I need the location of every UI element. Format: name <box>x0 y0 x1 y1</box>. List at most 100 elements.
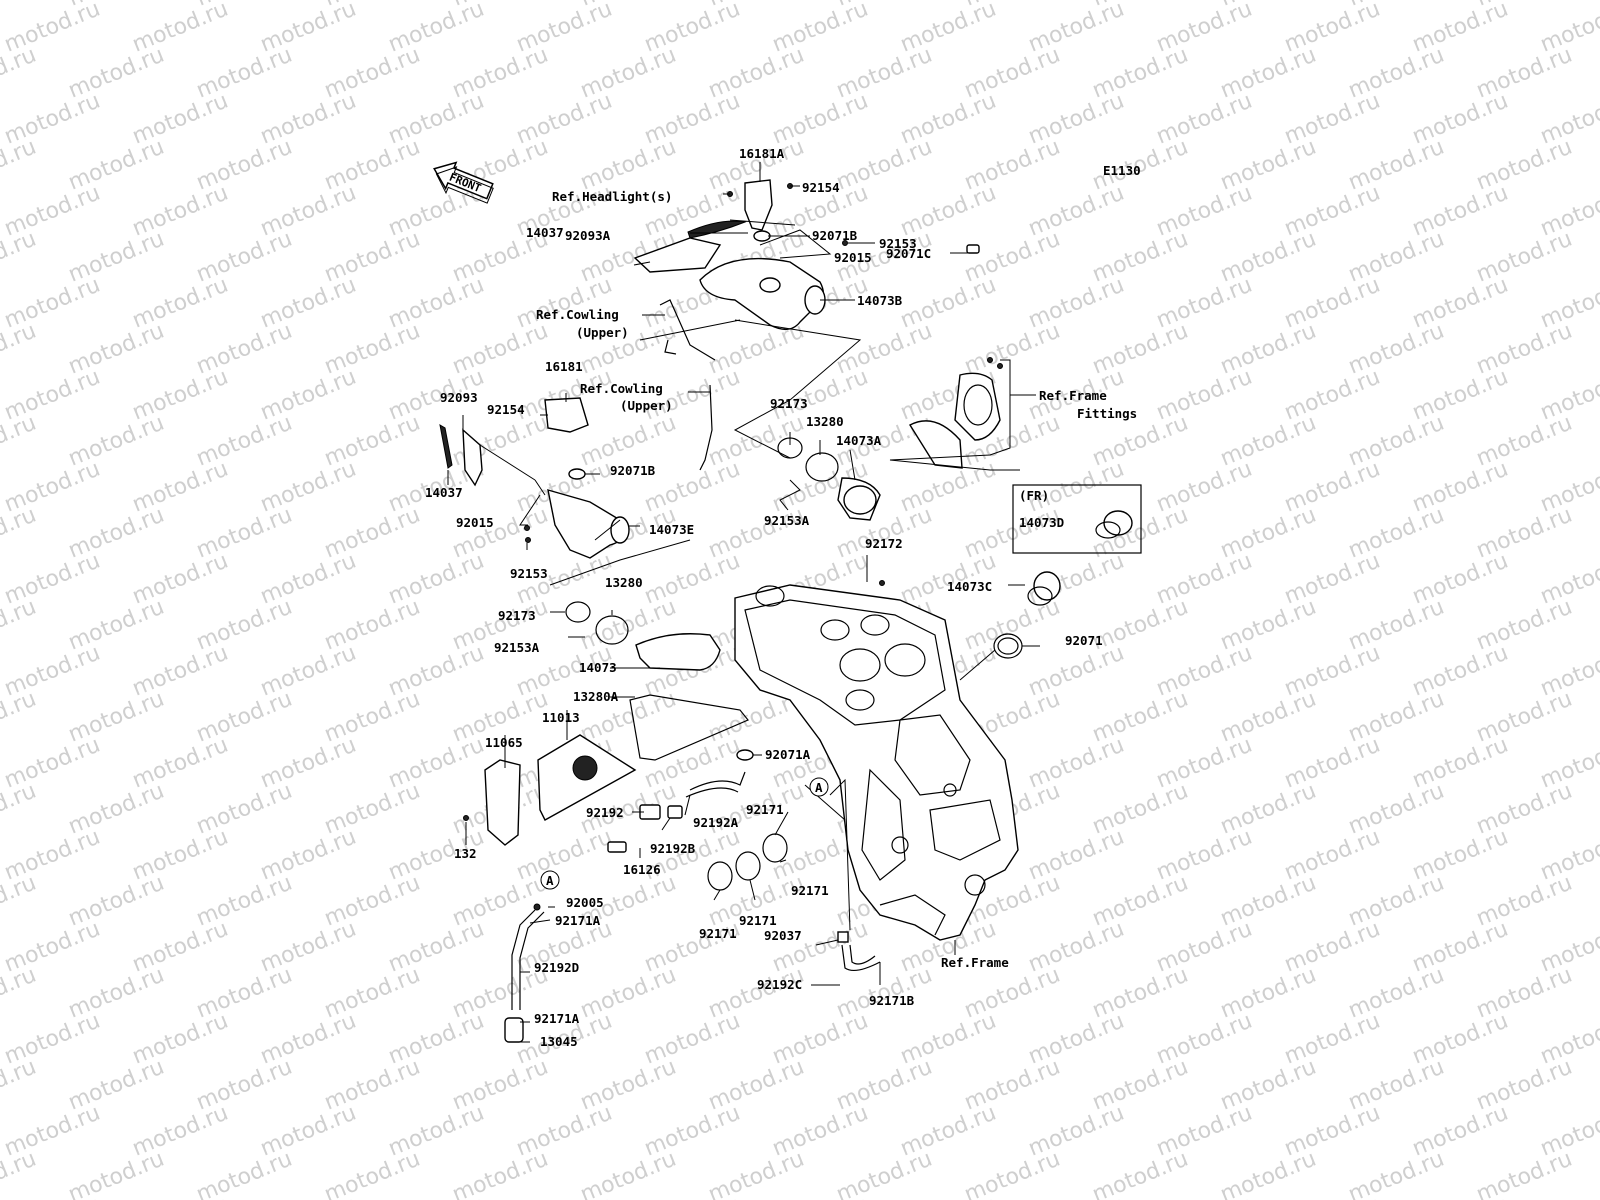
frame-fittings-plate <box>954 372 1001 441</box>
label-11013: 11013 <box>542 710 580 725</box>
watermark-text: motod.ru <box>0 1147 40 1200</box>
watermark-text: motod.ru <box>0 963 40 1024</box>
label-92171-4: 92171 <box>699 926 737 941</box>
label-ref-cowling-1a: Ref.Cowling <box>536 307 619 322</box>
label-92071B-left: 92071B <box>610 463 656 478</box>
label-14073B: 14073B <box>857 293 903 308</box>
label-ref-frame: Ref.Frame <box>941 955 1009 970</box>
label-92171B: 92171B <box>869 993 915 1008</box>
label-14073C: 14073C <box>947 579 992 594</box>
watermark-text: motod.ru <box>0 319 40 380</box>
label-132: 132 <box>454 846 477 861</box>
label-92093: 92093 <box>440 390 478 405</box>
label-92172: 92172 <box>865 536 903 551</box>
label-92171-1: 92171 <box>746 802 784 817</box>
label-16181A: 16181A <box>739 146 785 161</box>
cover-92093A <box>633 237 722 273</box>
cover-92093 <box>462 428 483 487</box>
watermark-text: motod.ru <box>705 1147 808 1200</box>
label-92005: 92005 <box>566 895 604 910</box>
label-92153A-mid: 92153A <box>494 640 540 655</box>
duct-14073 <box>635 633 721 671</box>
watermark-text: motod.ru <box>1217 1147 1320 1200</box>
watermark-text: motod.ru <box>577 1147 680 1200</box>
watermark-text: motod.ru <box>65 1147 168 1200</box>
label-92154-top: 92154 <box>802 180 840 195</box>
cover-11065 <box>484 759 521 846</box>
label-92153-top: 92153 <box>879 236 917 251</box>
bracket-16181 <box>544 397 589 433</box>
label-92071: 92071 <box>1065 633 1103 648</box>
leader-lines <box>447 162 1040 1043</box>
label-13280A: 13280A <box>573 689 619 704</box>
label-92192D: 92192D <box>534 960 579 975</box>
watermark-text: motod.ru <box>0 871 40 932</box>
bracket-16181A <box>744 179 773 231</box>
label-14037-top: 14037 <box>526 225 564 240</box>
label-92171-2: 92171 <box>791 883 829 898</box>
label-92015-left: 92015 <box>456 515 494 530</box>
watermark-text: motod.ru <box>0 411 40 472</box>
label-14073A: 14073A <box>836 433 882 448</box>
watermark-text: motod.ru <box>0 227 40 288</box>
diagram-code: E1130 <box>1103 163 1141 178</box>
watermark-text: motod.ru <box>321 1147 424 1200</box>
watermark-text: motod.ru <box>0 503 40 564</box>
watermark-text: motod.ru <box>0 687 40 748</box>
watermark-text: motod.ru <box>0 0 40 12</box>
watermark-text: motod.ru <box>0 779 40 840</box>
label-14073E: 14073E <box>649 522 694 537</box>
callout-a-circle-1 <box>809 777 829 797</box>
label-ref-headlight: Ref.Headlight(s) <box>552 189 672 204</box>
watermark-text: motod.ru <box>961 1147 1064 1200</box>
label-ref-cowling-2a: Ref.Cowling <box>580 381 663 396</box>
watermark-text: motod.ru <box>1345 1147 1448 1200</box>
screen-14037-top <box>687 220 747 239</box>
watermark-text: motod.ru <box>1537 1193 1600 1200</box>
label-14073D: 14073D <box>1019 515 1064 530</box>
watermark-text: motod.ru <box>833 1147 936 1200</box>
part-labels: E1130 16181A Ref.Headlight(s) 92154 1403… <box>425 146 1141 1049</box>
label-16181: 16181 <box>545 359 583 374</box>
label-14073: 14073 <box>579 660 617 675</box>
inset-fr-label: (FR) <box>1019 488 1049 503</box>
label-14037-left: 14037 <box>425 485 463 500</box>
label-92171A-1: 92171A <box>555 913 601 928</box>
front-arrow-icon: FRONT <box>433 161 494 204</box>
label-92015-top: 92015 <box>834 250 872 265</box>
label-92037: 92037 <box>764 928 802 943</box>
label-92153-left: 92153 <box>510 566 548 581</box>
callout-a-1: A <box>815 780 823 795</box>
watermark-text: motod.ru <box>0 135 40 196</box>
label-13280-mid: 13280 <box>605 575 643 590</box>
inset-fr-box <box>1012 484 1142 554</box>
label-92173-mid: 92173 <box>498 608 536 623</box>
label-11065: 11065 <box>485 735 523 750</box>
label-ref-cowling-1b: (Upper) <box>576 325 629 340</box>
label-ref-cowling-2b: (Upper) <box>620 398 673 413</box>
label-92093A: 92093A <box>565 228 611 243</box>
watermark-text: motod.ru <box>0 595 40 656</box>
label-ref-frame-fittings-b: Fittings <box>1077 406 1137 421</box>
label-92192: 92192 <box>586 805 624 820</box>
watermark-text: motod.ru <box>1473 1147 1576 1200</box>
label-13280-top: 13280 <box>806 414 844 429</box>
label-92192A: 92192A <box>693 815 739 830</box>
part-drawings <box>439 179 1142 1043</box>
label-13045: 13045 <box>540 1034 578 1049</box>
watermark-text: motod.ru <box>0 43 40 104</box>
label-92171A-2: 92171A <box>534 1011 580 1026</box>
label-92153A-top: 92153A <box>764 513 810 528</box>
label-16126: 16126 <box>623 862 661 877</box>
label-92192B: 92192B <box>650 841 696 856</box>
callout-a-circle-2 <box>540 870 560 890</box>
label-92071C: 92071C <box>886 246 931 261</box>
label-92171-3: 92171 <box>739 913 777 928</box>
watermark-text: motod.ru <box>1089 1147 1192 1200</box>
callout-a-2: A <box>546 873 554 888</box>
label-92173-top: 92173 <box>770 396 808 411</box>
label-ref-frame-fittings-a: Ref.Frame <box>1039 388 1107 403</box>
label-92154-left: 92154 <box>487 402 525 417</box>
main-frame-airbox <box>734 580 1019 941</box>
